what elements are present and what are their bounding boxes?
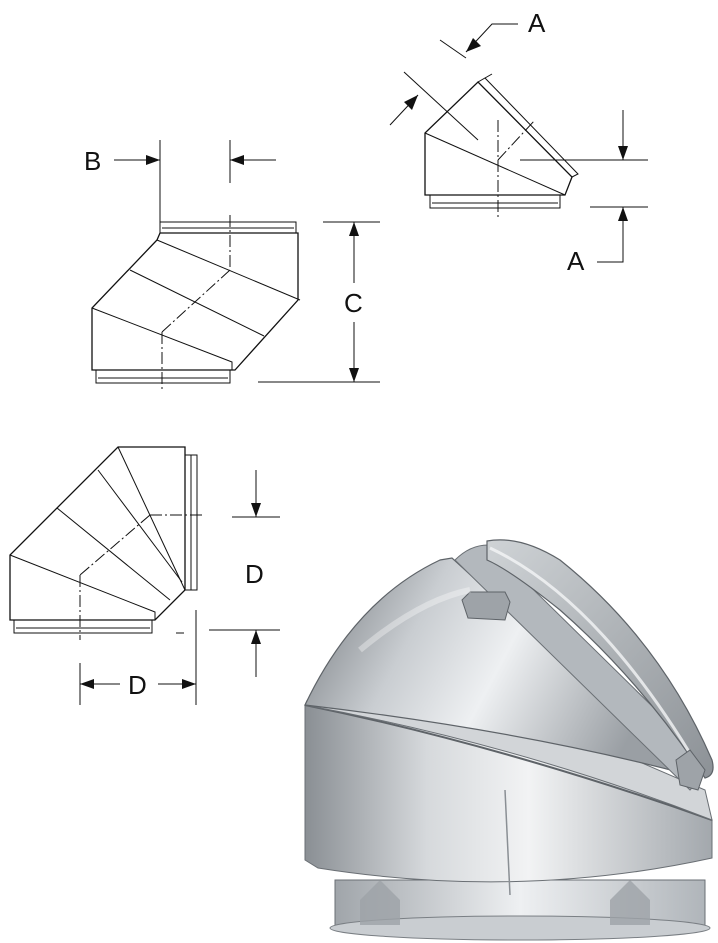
dimension-label-d-vertical: D [245, 559, 264, 589]
dimension-label-b: B [84, 146, 101, 176]
dimension-label-d-horizontal: D [128, 670, 147, 700]
dimension-label-a-bottom: A [567, 246, 585, 276]
elbow-small-drawing [389, 23, 648, 263]
dimension-label-c: C [344, 288, 363, 318]
elbow-product-photo [304, 539, 714, 941]
dimension-label-a-top: A [528, 8, 546, 38]
elbow-45-drawing [91, 140, 380, 390]
elbow-90-drawing [9, 446, 280, 705]
